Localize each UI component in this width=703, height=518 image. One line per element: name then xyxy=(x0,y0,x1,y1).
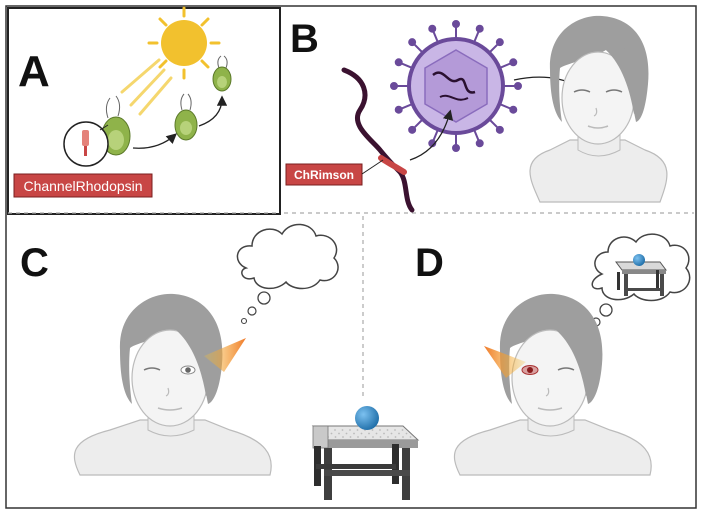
table-hole xyxy=(386,429,389,431)
table-hole xyxy=(394,436,397,438)
virus-spike-tip xyxy=(408,38,417,47)
ball-icon xyxy=(633,254,645,266)
table-icon xyxy=(311,425,420,500)
chrimson-text: ChRimson xyxy=(294,168,354,182)
virus-spike xyxy=(488,118,500,130)
table-hole xyxy=(342,436,344,438)
table-hole xyxy=(394,429,396,431)
channelrhodopsin-label: ChannelRhodopsin xyxy=(13,173,153,198)
table-hole xyxy=(375,432,378,435)
arrow-icon xyxy=(132,133,177,149)
thought-bubble-icon xyxy=(584,233,691,335)
table-hole xyxy=(405,432,408,435)
virus-spike xyxy=(412,118,424,130)
panel-a-letter: A xyxy=(18,47,50,96)
table-hole xyxy=(368,432,370,435)
table-hole xyxy=(379,429,381,431)
table-hole xyxy=(341,429,344,431)
chrimson-gene-segment xyxy=(378,155,407,175)
virus-spike-tip xyxy=(509,105,518,114)
virus-spike xyxy=(473,129,480,142)
thought-bubble-icon xyxy=(236,223,339,325)
table-hole xyxy=(334,429,336,431)
ball-icon xyxy=(355,406,379,430)
panel-c-letter: C xyxy=(20,241,49,285)
virus-spike xyxy=(400,62,413,69)
face-icon xyxy=(529,15,668,203)
virus-spike-tip xyxy=(394,105,403,114)
table-hole xyxy=(345,432,348,435)
virus-spike-tip xyxy=(475,139,484,148)
chrimson-label: ChRimson xyxy=(285,163,363,186)
virus-spike-tip xyxy=(394,58,403,67)
virus-spike-tip xyxy=(509,58,518,67)
light-beam-icon xyxy=(484,346,526,378)
light-beam-icon xyxy=(204,338,246,372)
table-hole xyxy=(334,436,337,438)
virus-spike-tip xyxy=(495,38,504,47)
table-hole xyxy=(353,432,355,435)
table-hole xyxy=(409,436,412,438)
virus-spike-tip xyxy=(408,125,417,134)
face-icon xyxy=(73,293,272,476)
arrow-icon xyxy=(198,95,228,127)
table-hole xyxy=(379,436,382,438)
table-hole xyxy=(398,432,400,435)
algae-cell-icon xyxy=(212,55,232,92)
table-hole xyxy=(364,436,367,438)
table-hole xyxy=(338,432,340,435)
table-hole xyxy=(349,436,352,438)
virus-spike-tip xyxy=(514,82,522,90)
table-hole xyxy=(360,432,363,435)
table-hole xyxy=(330,432,333,435)
table-hole xyxy=(372,436,374,438)
virus-spike xyxy=(432,129,439,142)
virus-spike xyxy=(412,42,424,54)
table-hole xyxy=(371,429,374,431)
channelrhodopsin-text: ChannelRhodopsin xyxy=(23,178,142,194)
virus-spike xyxy=(499,62,512,69)
table-hole xyxy=(349,429,351,431)
virus-spike-tip xyxy=(428,24,437,33)
virus-icon xyxy=(390,20,522,152)
sun-rays-icon xyxy=(120,58,173,116)
virus-spike-tip xyxy=(475,24,484,33)
algae-cell-icon xyxy=(174,93,198,141)
table-hole xyxy=(401,429,404,431)
table-hole xyxy=(402,436,404,438)
virus-spike-tip xyxy=(452,20,460,28)
virus-spike-tip xyxy=(452,144,460,152)
chrimson-pointer xyxy=(361,159,384,175)
arrow-icon xyxy=(409,109,454,161)
channel-protein-icon xyxy=(63,121,109,167)
virus-spike-tip xyxy=(390,82,398,90)
table-hole xyxy=(390,432,393,435)
table-hole xyxy=(383,432,385,435)
virus-spike xyxy=(488,42,500,54)
virus-spike xyxy=(400,103,413,110)
panel-b-letter: B xyxy=(290,17,319,61)
table-icon xyxy=(615,261,667,296)
table-hole xyxy=(356,429,359,431)
sun-icon xyxy=(147,6,221,80)
outer-frame xyxy=(5,5,697,509)
panel-d-letter: D xyxy=(415,241,444,285)
virus-spike xyxy=(499,103,512,110)
face-icon xyxy=(453,293,652,476)
table-hole xyxy=(387,436,389,438)
virus-spike xyxy=(432,30,439,43)
dna-strand-icon xyxy=(341,67,415,213)
virus-spike xyxy=(473,30,480,43)
table-hole xyxy=(357,436,359,438)
virus-spike-tip xyxy=(495,125,504,134)
